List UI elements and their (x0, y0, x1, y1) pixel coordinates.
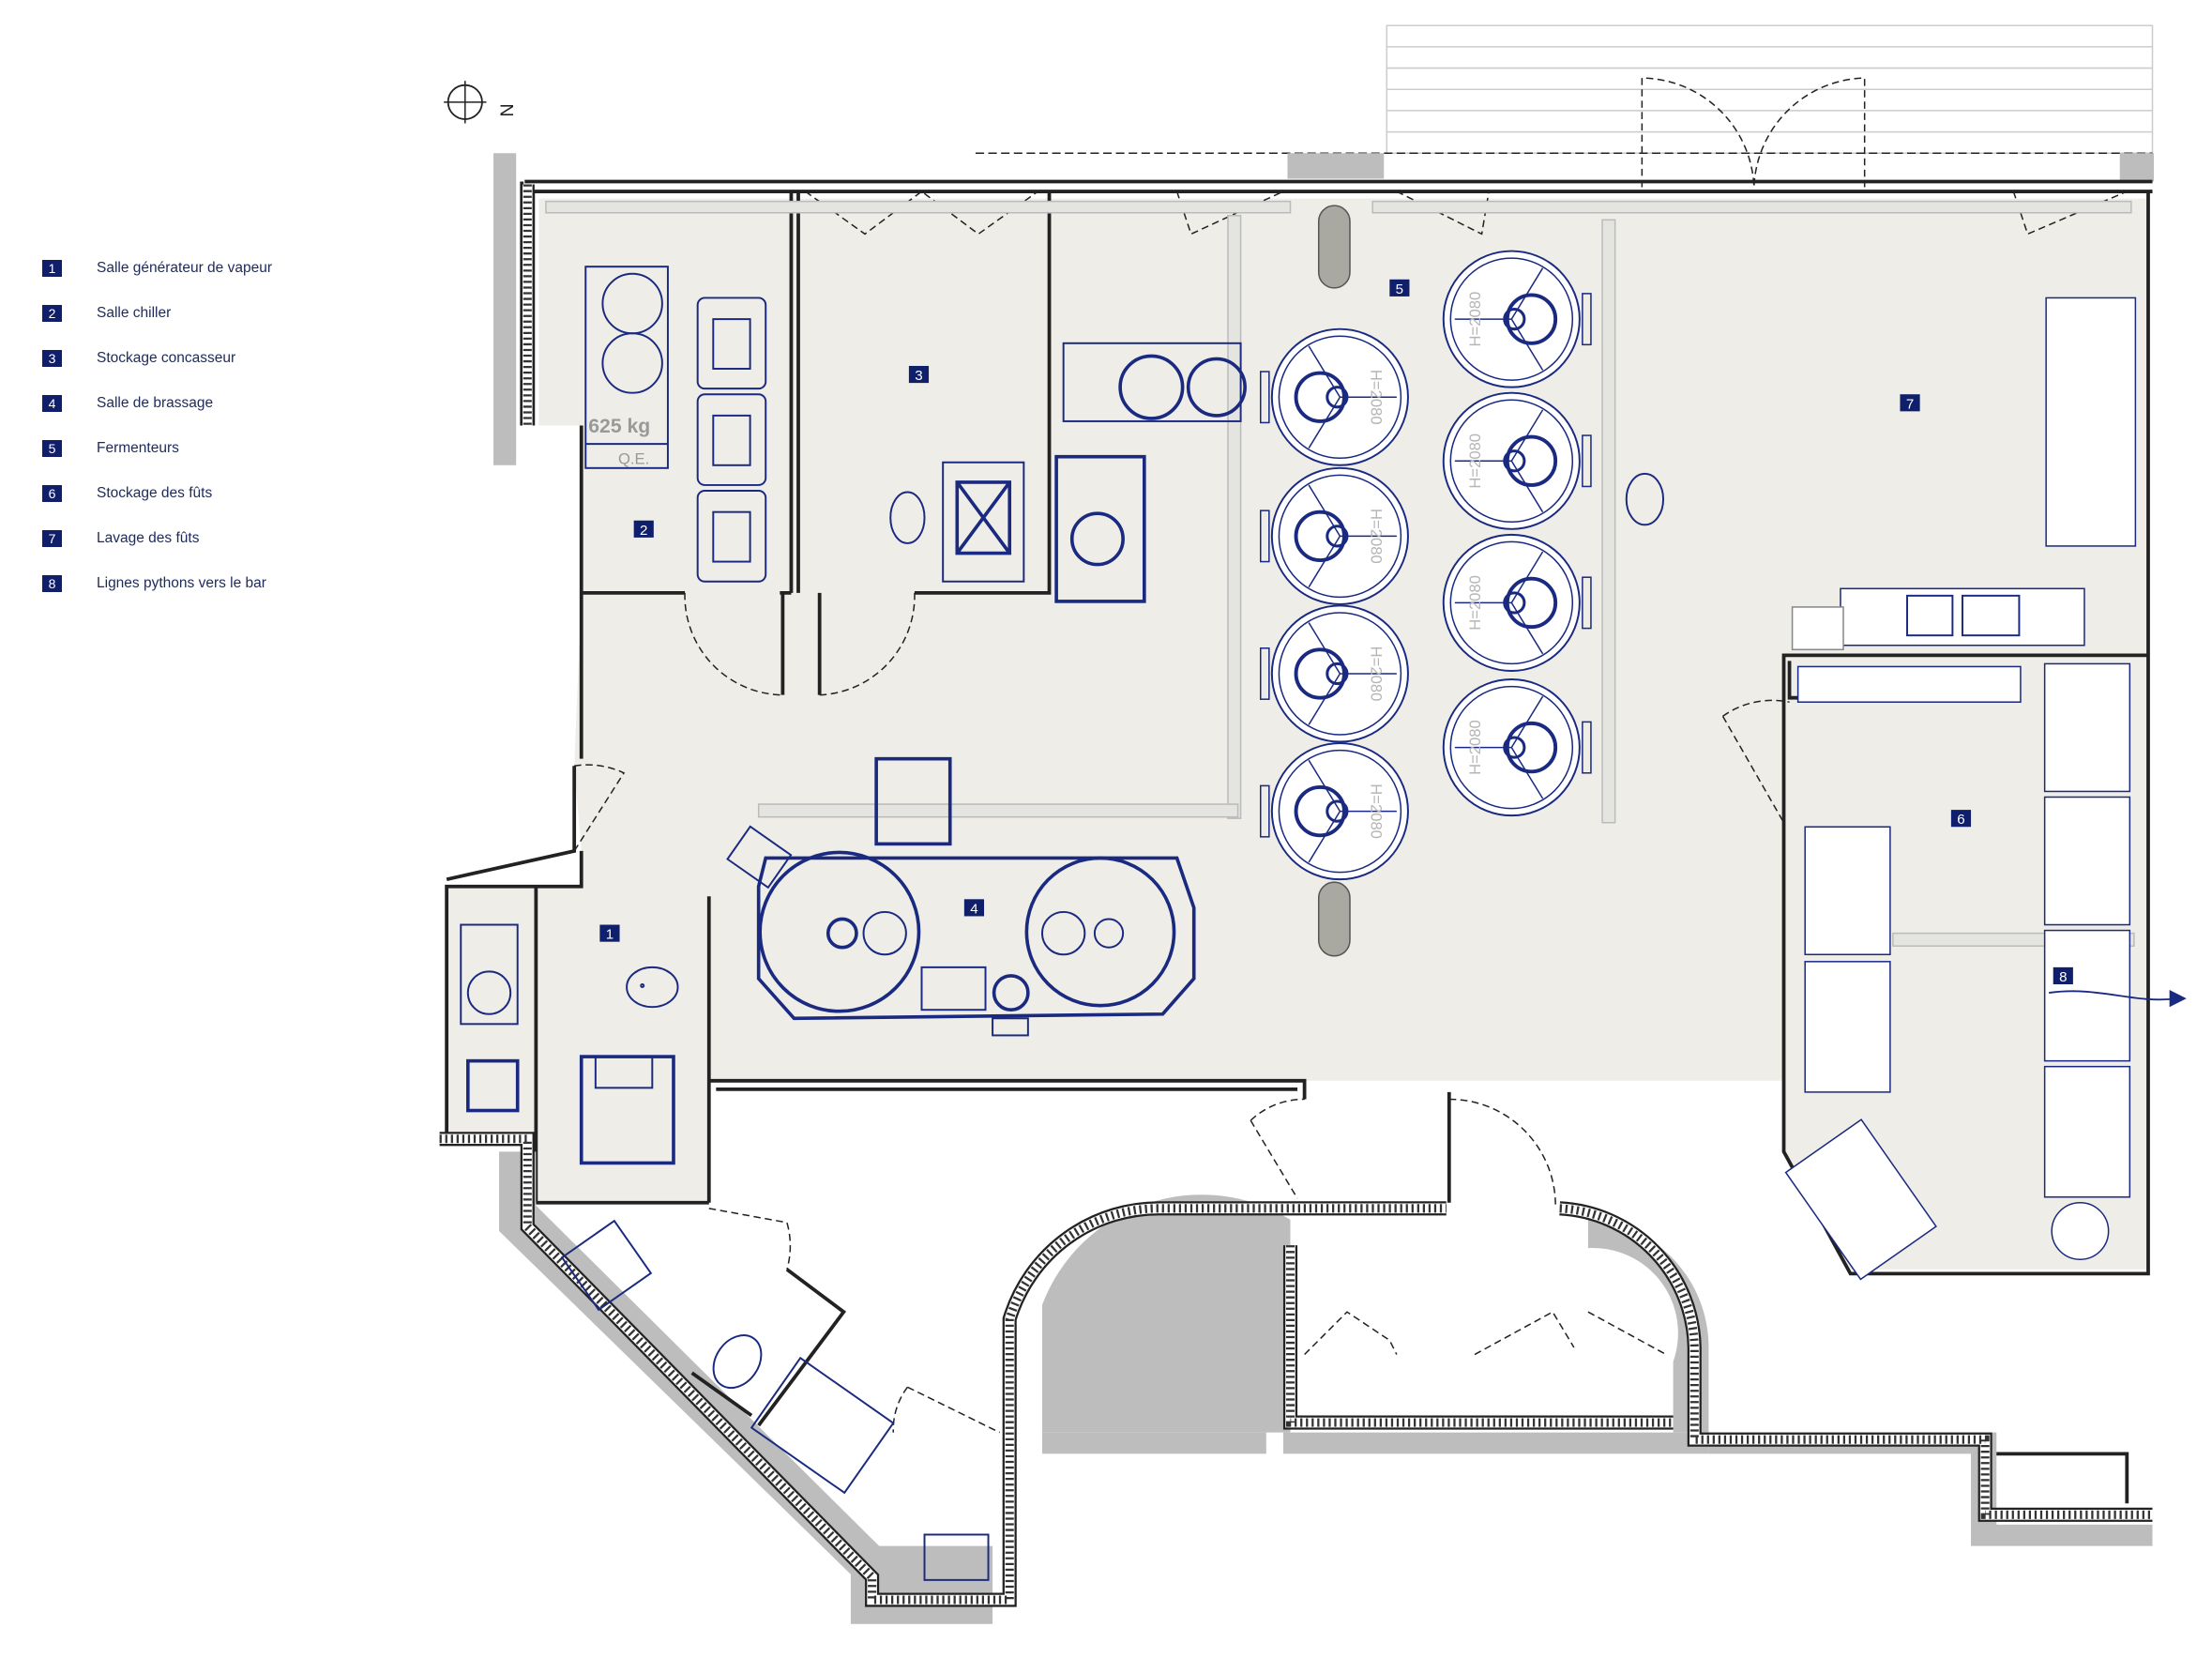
fermenter-height-label: H=2080 (1368, 370, 1386, 425)
legend-item: 2 Salle chiller (42, 291, 272, 336)
room-marker-4: 4 (963, 899, 985, 917)
north-label: N (496, 103, 517, 116)
legend-item: 6 Stockage des fûts (42, 471, 272, 516)
legend-label: Lignes pythons vers le bar (97, 575, 266, 591)
room-marker-number: 3 (915, 368, 922, 384)
fermenter-height-label: H=2080 (1466, 292, 1484, 347)
arrow-head-icon (2169, 990, 2187, 1008)
legend-label: Salle générateur de vapeur (97, 260, 272, 276)
legend-label: Salle chiller (97, 305, 172, 321)
legend-number: 1 (42, 260, 62, 277)
room-marker-number: 4 (970, 901, 977, 917)
chiller-panel-label: Q.E. (618, 449, 649, 467)
room-marker-8: 8 (2053, 966, 2073, 985)
legend-item: 7 Lavage des fûts (42, 516, 272, 561)
fermenter-height-label: H=2080 (1466, 720, 1484, 775)
legend-number: 7 (42, 530, 62, 547)
steam-generator (460, 923, 679, 1165)
fermenter-tank: H=2080 (1260, 604, 1409, 743)
north-compass-icon: N (444, 81, 517, 124)
fermenter-height-label: H=2080 (1466, 434, 1484, 489)
legend-item: 8 Lignes pythons vers le bar (42, 561, 272, 606)
legend-number: 2 (42, 305, 62, 322)
legend-item: 4 Salle de brassage (42, 381, 272, 426)
keg-storage-pallets (1784, 662, 2131, 1281)
room-marker-5: 5 (1389, 279, 1410, 297)
fermenter-tank: H=2080 (1260, 327, 1409, 466)
brewing-aux-equipment (1054, 342, 1247, 603)
legend-label: Salle de brassage (97, 395, 214, 411)
room-marker-number: 6 (1957, 812, 1964, 828)
legend-number: 6 (42, 485, 62, 502)
legend-number: 8 (42, 575, 62, 592)
fermenter-tank: H=2080 (1260, 742, 1409, 881)
pillar (1317, 205, 1351, 289)
terrace-double-door (1641, 77, 1866, 188)
legend-number: 3 (42, 350, 62, 367)
fermenter-tank: H=2080 (1442, 678, 1592, 817)
brewhouse (726, 756, 1196, 1037)
room-marker-6: 6 (1950, 810, 1972, 828)
fermenter-height-label: H=2080 (1466, 575, 1484, 631)
legend-label: Stockage des fûts (97, 485, 213, 501)
legend-label: Stockage concasseur (97, 350, 236, 366)
room-marker-number: 8 (2059, 969, 2067, 985)
room-markers: 1 2 3 4 5 6 7 8 (599, 279, 2073, 985)
fermenter-tank: H=2080 (1442, 533, 1592, 672)
room-marker-3: 3 (908, 365, 930, 384)
pillar (1317, 881, 1351, 957)
room-marker-number: 2 (640, 523, 647, 539)
legend-item: 5 Fermenteurs (42, 426, 272, 471)
fermenter-tank: H=2080 (1442, 391, 1592, 530)
room-marker-1: 1 (599, 924, 620, 943)
fermenter-group: H=2080H=2080H=2080H=2080H=2080H=2080H=20… (1260, 250, 1592, 881)
legend-label: Lavage des fûts (97, 530, 200, 546)
floor-area (447, 198, 2148, 1270)
chiller-unit: 625 kg Q.E. (584, 266, 669, 469)
chiller-weight: 625 kg (588, 416, 650, 437)
floor-drains (545, 200, 2135, 947)
terrace-brick (1386, 24, 2154, 155)
fermenter-height-label: H=2080 (1368, 509, 1386, 564)
keg-washing-equipment (640, 297, 2137, 989)
fermenter-tank: H=2080 (1442, 250, 1592, 388)
room-marker-number: 1 (606, 927, 614, 943)
room-marker-number: 7 (1906, 396, 1914, 412)
fermenter-height-label: H=2080 (1368, 646, 1386, 702)
interior-walls (581, 191, 2021, 700)
legend-label: Fermenteurs (97, 440, 179, 456)
fermenter-tank: H=2080 (1260, 466, 1409, 605)
chiller-tanks (696, 297, 767, 583)
basement-walls (439, 184, 2153, 1624)
legend-item: 1 Salle générateur de vapeur (42, 246, 272, 291)
room-marker-2: 2 (633, 520, 654, 539)
fermenter-height-label: H=2080 (1368, 783, 1386, 839)
legend-item: 3 Stockage concasseur (42, 336, 272, 381)
room-marker-number: 5 (1396, 281, 1403, 297)
room-marker-7: 7 (1900, 394, 1920, 412)
python-line-arrow (2049, 990, 2177, 1001)
grain-mill (889, 461, 1025, 583)
legend-number: 5 (42, 440, 62, 457)
legend: 1 Salle générateur de vapeur 2 Salle chill… (42, 246, 272, 606)
legend-number: 4 (42, 395, 62, 412)
